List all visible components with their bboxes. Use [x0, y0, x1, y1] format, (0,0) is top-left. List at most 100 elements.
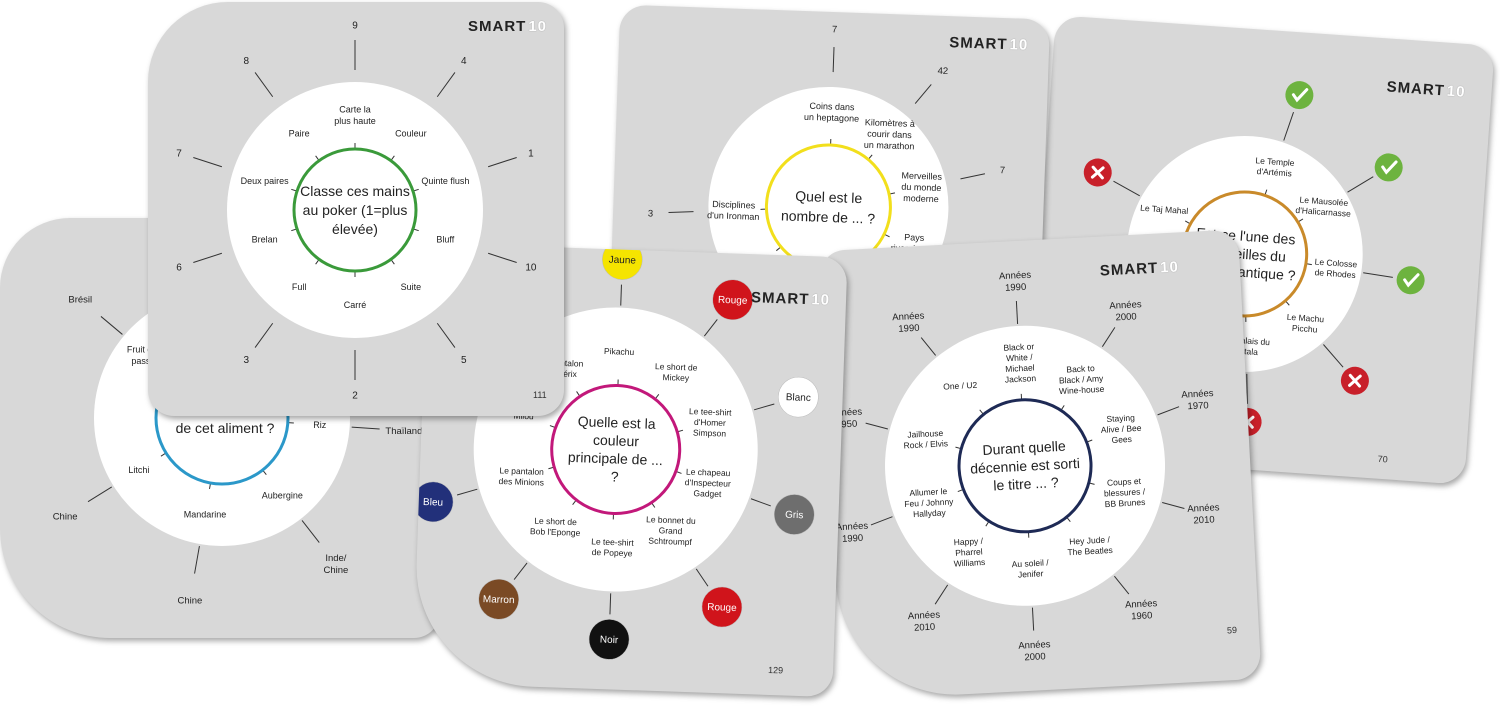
card-decennie-svg: Black orWhite /MichaelJacksonAnnées1990B… — [830, 270, 1221, 664]
answer-label: Brésil — [68, 294, 92, 305]
check-icon — [1285, 81, 1314, 110]
item-label: Merveillesdu mondemoderne — [901, 170, 943, 204]
item-label: Au soleil /Jenifer — [1011, 557, 1050, 580]
answer-label: Années2010 — [908, 609, 942, 634]
question-ring — [550, 383, 682, 515]
item-label: Le Colossede Rhodes — [1314, 257, 1358, 281]
answer-line — [750, 498, 771, 507]
item-label: Le short deMickey — [654, 361, 697, 383]
item-label: JailhouseRock / Elvis — [903, 428, 948, 451]
answer-line — [668, 211, 694, 214]
answer-label: Chine — [53, 511, 78, 522]
answer-line — [254, 72, 274, 98]
answer-line — [1113, 180, 1140, 197]
answer-label: Rouge — [718, 295, 748, 307]
answer-line — [1031, 607, 1035, 631]
item-label: Happy /PharrelWilliams — [952, 536, 985, 569]
answer-line — [753, 403, 775, 411]
answer-line — [194, 545, 200, 574]
answer-line — [1347, 176, 1374, 193]
item-label: Bluff — [436, 235, 454, 245]
answer-line — [1113, 575, 1130, 595]
answer-label: 9 — [352, 21, 358, 32]
item-label: Pikachu — [604, 346, 635, 357]
answer-line — [351, 426, 380, 430]
check-mark-icon — [1291, 88, 1309, 103]
item-label: Le Taj Mahal — [1140, 203, 1189, 216]
check-icon — [1374, 153, 1403, 182]
item-label: Le MachuPicchu — [1286, 312, 1325, 335]
item-label: Hey Jude /The Beatles — [1067, 534, 1113, 557]
item-label: Aubergine — [262, 490, 303, 500]
item-label: Paire — [289, 128, 310, 138]
item-label: StayingAlive / BeeGees — [1100, 412, 1142, 445]
answer-line — [934, 584, 949, 605]
answer-line — [487, 252, 517, 264]
answer-label: Années2010 — [1187, 502, 1221, 527]
answer-line — [1157, 406, 1180, 416]
answer-label: 7 — [1000, 165, 1006, 176]
question-ring — [292, 147, 418, 273]
answer-label: 1 — [528, 148, 534, 159]
question-ring — [957, 398, 1093, 534]
answer-label: 3 — [243, 355, 249, 366]
item-label: Black orWhite /MichaelJackson — [1003, 341, 1037, 384]
answer-color-dot — [712, 279, 753, 321]
item-label: Le tee-shirtd'HomerSimpson — [688, 406, 732, 439]
answer-label: Années1960 — [1125, 598, 1159, 623]
answer-label: Années1990 — [892, 311, 926, 336]
item-label: Brelan — [252, 235, 278, 245]
answer-line — [193, 252, 223, 264]
card-question: Quelle est la couleur principale de ... … — [567, 413, 664, 485]
item-label: Quinte flush — [421, 176, 469, 186]
answer-color-dot — [701, 586, 743, 628]
item-label: Le short deBob l'Eponge — [530, 516, 581, 538]
answer-line — [513, 562, 528, 580]
answer-label: 3 — [648, 208, 654, 219]
check-mark-icon — [1381, 160, 1398, 175]
answer-line — [832, 47, 835, 73]
item-label: Disciplinesd'un Ironman — [707, 199, 760, 222]
card-question: Durant quelle décennie est sorti le titr… — [969, 437, 1081, 494]
answer-line — [487, 156, 517, 168]
answer-color-dot — [778, 376, 819, 418]
answer-label: Blanc — [786, 392, 811, 404]
answer-line — [87, 486, 113, 503]
answer-label: Jaune — [608, 255, 636, 267]
card-question: Classe ces mains au poker (1=plus élevée… — [300, 182, 410, 237]
cross-mark-icon — [1348, 373, 1362, 388]
item-label: One / U2 — [943, 380, 978, 392]
answer-label: 8 — [243, 56, 249, 67]
item-label: Carré — [344, 300, 367, 310]
answer-label: Années1990 — [836, 521, 870, 546]
answer-label: Thaïlande — [385, 426, 427, 437]
item-label: Le pantalondes Minions — [498, 465, 544, 487]
item-label: Le Templed'Artémis — [1254, 155, 1295, 178]
item-label: Mandarine — [184, 510, 227, 520]
item-label: Coins dansun heptagone — [804, 101, 860, 124]
answer-line — [301, 520, 320, 543]
answer-label: Bleu — [423, 497, 443, 509]
answer-line — [1101, 327, 1116, 347]
answer-color-dot — [773, 494, 815, 535]
answer-line — [914, 84, 932, 104]
card-number: 59 — [1226, 624, 1238, 636]
answer-line — [1363, 272, 1393, 278]
card-number: 129 — [767, 664, 784, 676]
answer-line — [1323, 344, 1344, 368]
answer-line — [609, 593, 612, 615]
answer-line — [1283, 111, 1294, 141]
item-label: Allumer leFeu / JohnnyHallyday — [904, 486, 955, 520]
answer-label: 5 — [461, 355, 467, 366]
check-icon — [1396, 266, 1425, 295]
answer-color-dot — [602, 242, 643, 280]
answer-label: Années2000 — [1109, 299, 1143, 324]
answer-label: 10 — [525, 263, 537, 274]
answer-line — [1015, 300, 1019, 325]
item-label: Coups etblessures /BB Brunes — [1103, 476, 1146, 509]
check-mark-icon — [1403, 273, 1420, 288]
